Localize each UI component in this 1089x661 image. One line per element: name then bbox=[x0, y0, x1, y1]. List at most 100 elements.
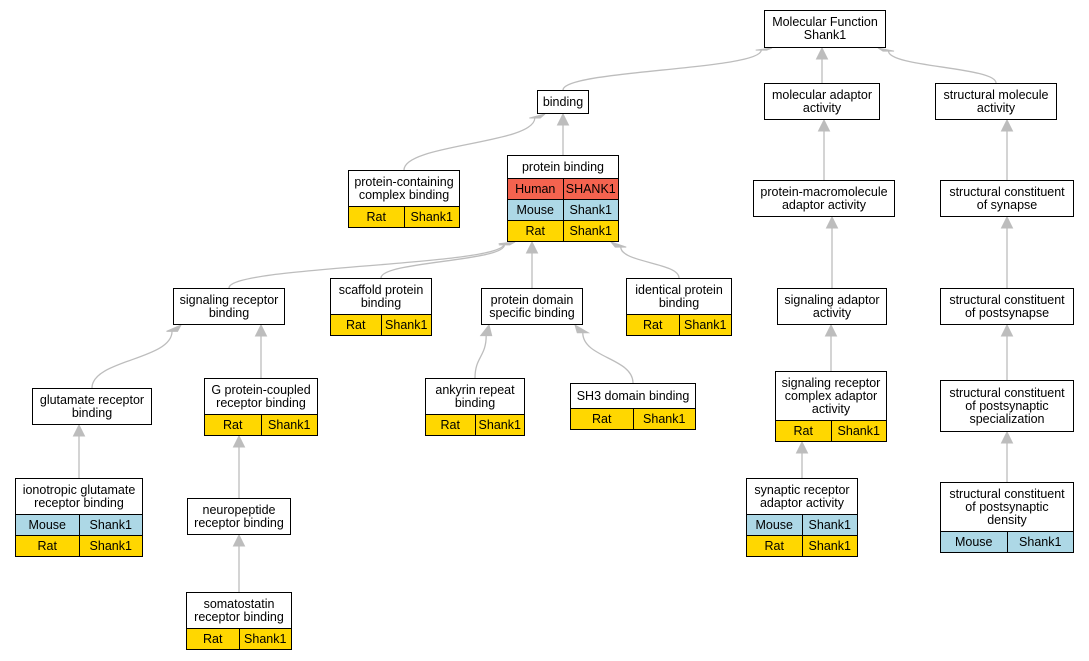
edge-scaffold-protein-binding-to-protein-binding bbox=[380, 244, 506, 279]
term-node-binding[interactable]: binding bbox=[537, 90, 589, 114]
term-node-structural-constituent-of-postsynaptic-specialization[interactable]: structural constituent of postsynaptic s… bbox=[940, 380, 1074, 432]
term-label: signaling receptor complex adaptor activ… bbox=[781, 375, 881, 416]
term-node-signaling-receptor-complex-adaptor-activity[interactable]: signaling receptor complex adaptor activ… bbox=[775, 371, 887, 442]
annotation-row: Mouse Shank1 bbox=[941, 531, 1073, 552]
edge-arrowhead bbox=[232, 533, 246, 547]
edge-arrowhead bbox=[529, 113, 546, 119]
species-cell: Rat bbox=[37, 539, 57, 553]
annotation-row: Rat Shank1 bbox=[627, 314, 731, 335]
term-label: signaling receptor binding bbox=[179, 292, 279, 320]
term-label: G protein-coupled receptor binding bbox=[211, 382, 311, 410]
term-node-molecular-adaptor-activity[interactable]: molecular adaptor activity bbox=[764, 83, 880, 120]
term-node-signaling-receptor-binding[interactable]: signaling receptor binding bbox=[173, 288, 285, 325]
term-node-structural-constituent-of-postsynapse[interactable]: structural constituent of postsynapse bbox=[940, 288, 1074, 325]
edge-glutamate-receptor-binding-to-signaling-receptor-binding bbox=[91, 331, 173, 389]
term-node-signaling-adaptor-activity[interactable]: signaling adaptor activity bbox=[777, 288, 887, 325]
term-label: synaptic receptor adaptor activity bbox=[754, 482, 850, 510]
term-node-glutamate-receptor-binding[interactable]: glutamate receptor binding bbox=[32, 388, 152, 425]
term-label: SH3 domain binding bbox=[576, 388, 690, 403]
species-cell: Rat bbox=[346, 318, 366, 332]
term-label: binding bbox=[542, 94, 584, 109]
edge-binding-to-mf-shank1 bbox=[562, 49, 762, 91]
gene-cell: Shank1 bbox=[1006, 532, 1074, 552]
edge-arrowhead bbox=[1000, 323, 1014, 337]
term-node-protein-macromolecule-adaptor-activity[interactable]: protein-macromolecule adaptor activity bbox=[753, 180, 895, 217]
term-label: structural molecule activity bbox=[943, 87, 1049, 115]
term-label: structural constituent of postsynaptic s… bbox=[949, 385, 1065, 426]
annotation-row: Rat Shank1 bbox=[747, 535, 857, 556]
term-label: identical protein binding bbox=[635, 282, 723, 310]
term-node-structural-molecule-activity[interactable]: structural molecule activity bbox=[935, 83, 1057, 120]
species-cell: Mouse bbox=[954, 535, 993, 549]
term-node-neuropeptide-receptor-binding[interactable]: neuropeptide receptor binding bbox=[187, 498, 291, 535]
term-label: protein-containing complex binding bbox=[354, 174, 454, 202]
gene-cell: Shank1 bbox=[562, 221, 619, 241]
gene-cell: Shank1 bbox=[801, 515, 858, 535]
term-label: molecular adaptor activity bbox=[771, 87, 873, 115]
term-node-mf-shank1[interactable]: Molecular Function Shank1 bbox=[764, 10, 886, 48]
species-cell: Rat bbox=[203, 632, 223, 646]
term-label: structural constituent of postsynaptic d… bbox=[949, 486, 1065, 527]
term-label: structural constituent of synapse bbox=[949, 184, 1065, 212]
gene-cell: Shank1 bbox=[260, 415, 318, 435]
gene-cell: Shank1 bbox=[830, 421, 887, 441]
gene-cell: Shank1 bbox=[678, 315, 732, 335]
term-label: signaling adaptor activity bbox=[784, 292, 880, 320]
edge-arrowhead bbox=[1000, 430, 1014, 444]
edge-arrowhead bbox=[817, 118, 831, 132]
edge-arrowhead bbox=[72, 423, 86, 437]
species-cell: Human bbox=[515, 182, 556, 196]
edge-arrowhead bbox=[1000, 215, 1014, 229]
species-cell: Rat bbox=[223, 418, 243, 432]
species-cell: Rat bbox=[764, 539, 784, 553]
species-cell: Rat bbox=[592, 412, 612, 426]
edge-arrowhead bbox=[825, 215, 839, 229]
species-cell: Rat bbox=[643, 318, 663, 332]
edge-sh3-domain-binding-to-protein-domain-specific-binding bbox=[582, 332, 634, 384]
term-node-structural-constituent-of-postsynaptic-density[interactable]: structural constituent of postsynaptic d… bbox=[940, 482, 1074, 553]
edge-arrowhead bbox=[795, 440, 809, 454]
species-cell: Mouse bbox=[516, 203, 555, 217]
term-label: glutamate receptor binding bbox=[39, 392, 145, 420]
edge-arrowhead bbox=[877, 47, 895, 52]
species-cell: Mouse bbox=[28, 518, 67, 532]
term-label: ionotropic glutamate receptor binding bbox=[22, 482, 136, 510]
term-node-protein-domain-specific-binding[interactable]: protein domain specific binding bbox=[481, 288, 583, 325]
term-label: neuropeptide receptor binding bbox=[194, 502, 284, 530]
edge-arrowhead bbox=[1000, 118, 1014, 132]
gene-cell: Shank1 bbox=[801, 536, 858, 556]
gene-cell: Shank1 bbox=[78, 515, 143, 535]
term-label: protein domain specific binding bbox=[489, 292, 575, 320]
edge-structural-molecule-activity-to-mf-shank1 bbox=[887, 50, 997, 84]
edge-arrowhead bbox=[824, 323, 838, 337]
edge-arrowhead bbox=[609, 240, 627, 248]
edge-arrowhead bbox=[479, 323, 493, 337]
gene-cell: SHANK1 bbox=[562, 179, 619, 199]
term-node-structural-constituent-of-synapse[interactable]: structural constituent of synapse bbox=[940, 180, 1074, 217]
species-cell: Rat bbox=[366, 210, 386, 224]
term-label: somatostatin receptor binding bbox=[194, 596, 284, 624]
edge-arrowhead bbox=[232, 434, 246, 448]
edge-signaling-receptor-binding-to-protein-binding bbox=[228, 243, 505, 289]
gene-cell: Shank1 bbox=[403, 207, 460, 227]
edge-arrowhead bbox=[755, 47, 773, 51]
edge-arrowhead bbox=[525, 240, 539, 254]
term-label: protein binding bbox=[521, 159, 604, 174]
